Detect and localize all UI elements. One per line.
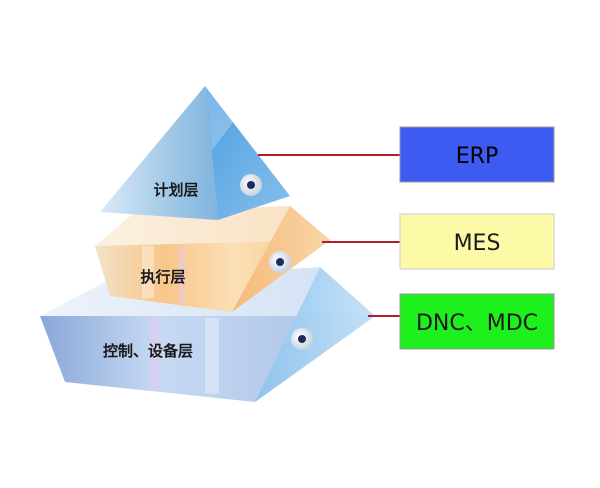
- tier-middle-highlight: [178, 246, 186, 304]
- marker-dot: [291, 328, 313, 350]
- tier-top-highlight: [205, 86, 235, 150]
- system-box-dnc-mdc: [399, 293, 555, 350]
- tier-label-execution: 执行层: [140, 268, 185, 286]
- system-label-erp: ERP: [456, 144, 498, 169]
- tier-bottom-side-face: [255, 267, 375, 402]
- tier-middle-top-face: [95, 206, 330, 246]
- system-label-dnc-mdc: DNC、MDC: [416, 311, 538, 336]
- tier-top-left-face: [100, 86, 218, 220]
- system-box-mes: [399, 213, 555, 270]
- tier-label-planning: 计划层: [153, 181, 198, 199]
- system-label-mes: MES: [454, 231, 501, 256]
- marker-dot: [269, 251, 291, 273]
- tier-top-right-face: [205, 86, 290, 220]
- tier-label-control-device: 控制、设备层: [103, 342, 193, 360]
- tier-top-block: [100, 86, 290, 220]
- marker-dot: [240, 174, 262, 196]
- tier-middle-highlight: [142, 246, 154, 298]
- tier-bottom-highlight: [205, 318, 219, 394]
- system-box-erp: [399, 126, 555, 183]
- tier-bottom-highlight: [150, 318, 160, 388]
